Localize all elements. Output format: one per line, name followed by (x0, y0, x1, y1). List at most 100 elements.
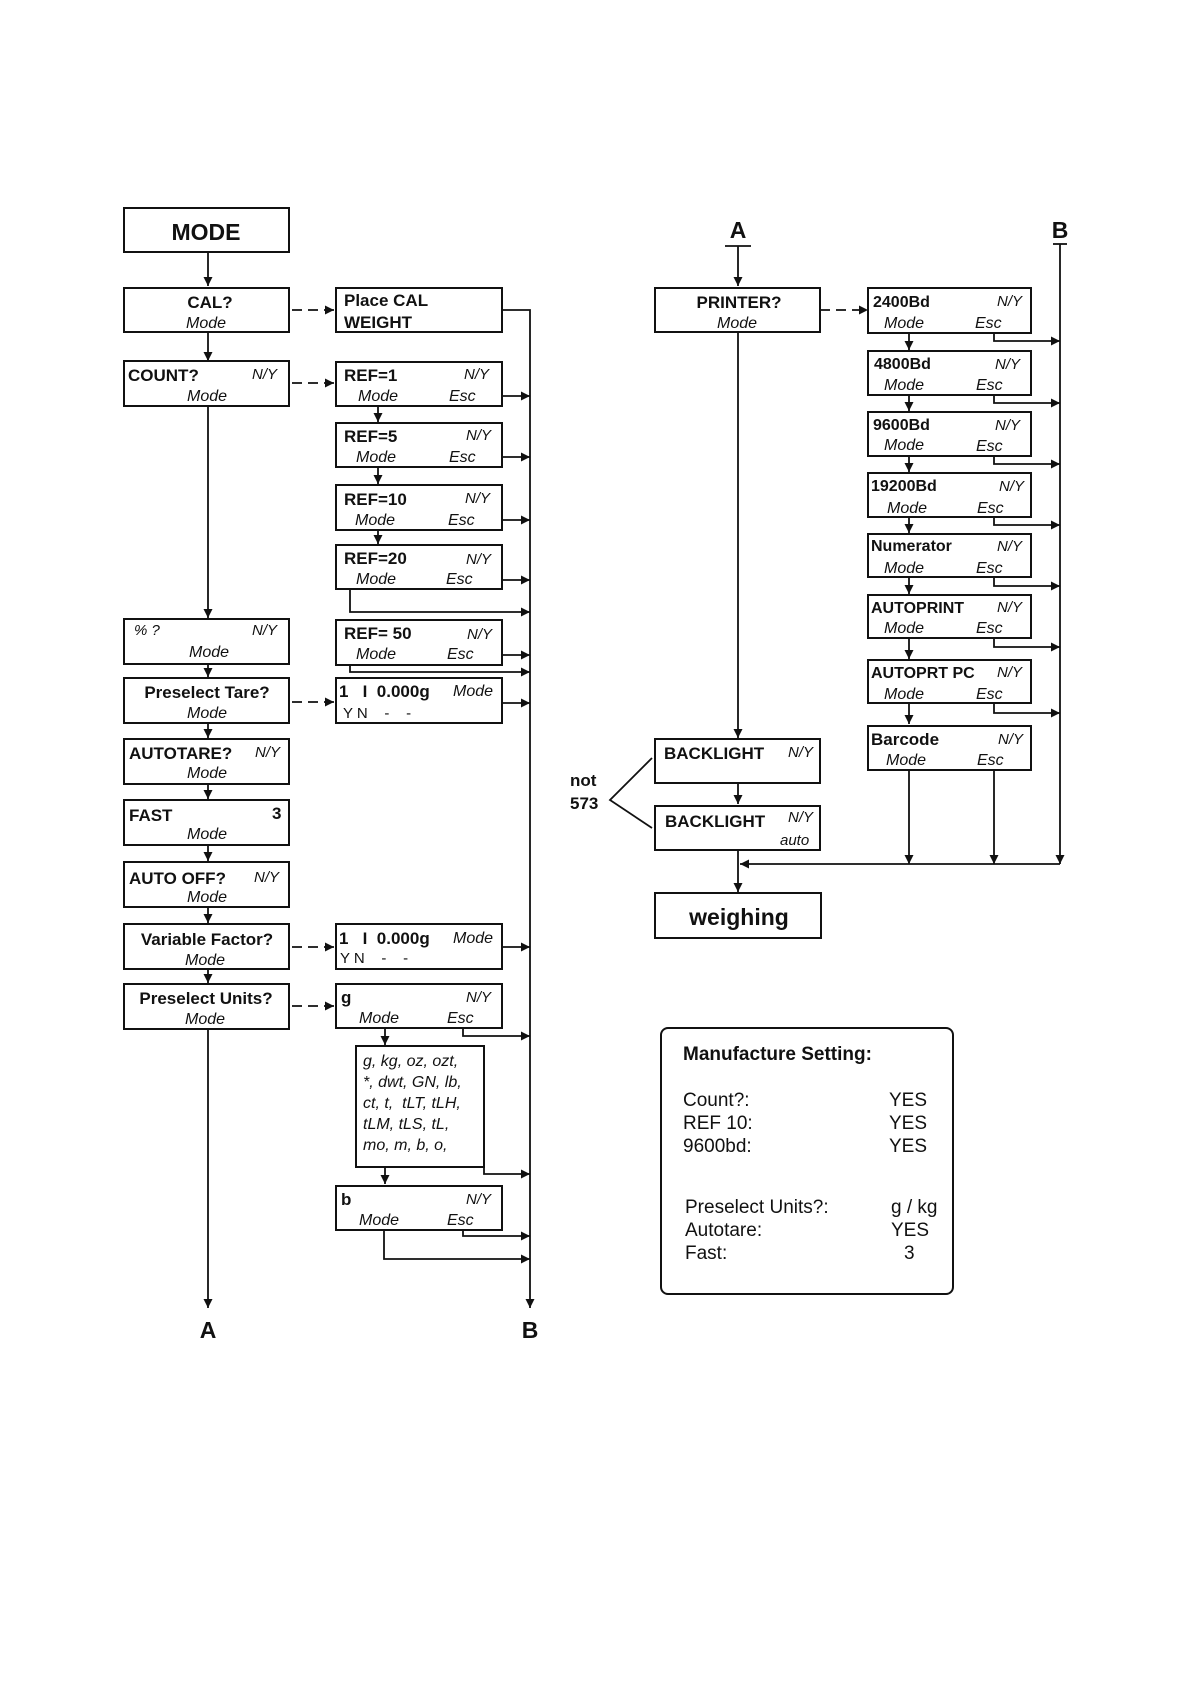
barcode-ny: N/Y (998, 731, 1024, 748)
connector-b-label-bottom: B (522, 1317, 539, 1343)
weighing-box: weighing (654, 892, 822, 939)
autoprt-pc-esc: Esc (976, 686, 1003, 703)
baud-19200-title: 19200Bd (871, 478, 937, 495)
cal-mode: Mode (186, 315, 226, 332)
ref-50-mode: Mode (356, 646, 396, 663)
cal-title: CAL? (187, 293, 232, 312)
ref-50-ny: N/Y (467, 626, 493, 643)
autoprint-mode: Mode (884, 620, 924, 637)
percent-title: % ? (134, 622, 161, 639)
count-ny: N/Y (252, 366, 278, 383)
fast-value: 3 (272, 804, 281, 823)
auto-off-mode: Mode (187, 889, 227, 906)
baud-4800-esc: Esc (976, 377, 1003, 394)
ref-5-ny: N/Y (466, 427, 492, 444)
baud-9600-ny: N/Y (995, 417, 1021, 434)
setting-key: Count?: (683, 1090, 750, 1111)
units-list-box: g, kg, oz, ozt, *, dwt, GN, lb, ct, t, t… (355, 1045, 485, 1168)
preselect-units-title: Preselect Units? (139, 989, 272, 1008)
ref-50-box: REF= 50 N/Y Mode Esc (335, 619, 503, 666)
setting-row-fast: Fast: 3 (685, 1243, 935, 1267)
baud-19200-mode: Mode (887, 500, 927, 517)
tare-display-line1: 1 I 0.000g (339, 682, 430, 701)
ref-20-title: REF=20 (344, 549, 407, 568)
baud-4800-ny: N/Y (995, 356, 1021, 373)
ref-10-esc: Esc (448, 512, 475, 529)
units-list-line: tLM, tLS, tL, (363, 1116, 449, 1133)
baud-9600-box: 9600Bd N/Y Mode Esc (867, 411, 1032, 457)
printer-title: PRINTER? (697, 293, 782, 312)
ref-1-ny: N/Y (464, 366, 490, 383)
vf-display-mode: Mode (453, 930, 493, 947)
setting-key: Preselect Units?: (685, 1197, 829, 1218)
setting-key: Autotare: (685, 1220, 763, 1241)
percent-mode: Mode (189, 644, 229, 661)
numerator-mode: Mode (884, 560, 924, 577)
backlight-ny: N/Y (788, 744, 814, 761)
ref-1-esc: Esc (449, 388, 476, 405)
unit-g-ny: N/Y (466, 989, 492, 1006)
setting-key: Fast: (685, 1243, 728, 1264)
setting-key: REF 10: (683, 1113, 753, 1134)
setting-value: YES (889, 1113, 928, 1134)
model-label: 573 (570, 794, 598, 813)
units-list-line: ct, t, tLT, tLH, (363, 1095, 461, 1112)
preselect-units-box: Preselect Units? Mode (123, 983, 290, 1030)
baud-2400-ny: N/Y (997, 293, 1023, 310)
backlight-box: BACKLIGHT N/Y (654, 738, 821, 784)
setting-value: YES (891, 1220, 930, 1241)
autoprt-pc-mode: Mode (884, 686, 924, 703)
ref-20-mode: Mode (356, 571, 396, 588)
connector-a-label-bottom: A (200, 1317, 217, 1343)
unit-g-title: g (341, 988, 351, 1007)
backlight-auto-ny: N/Y (788, 809, 814, 826)
units-list-line: mo, m, b, o, (363, 1137, 447, 1154)
place-cal-line2: WEIGHT (344, 313, 413, 332)
baud-9600-title: 9600Bd (873, 417, 930, 434)
unit-g-mode: Mode (359, 1010, 399, 1027)
backlight-auto-box: BACKLIGHT N/Y auto (654, 805, 821, 851)
autotare-ny: N/Y (255, 744, 281, 761)
auto-off-box: AUTO OFF? N/Y Mode (123, 861, 290, 908)
ref-1-box: REF=1 N/Y Mode Esc (335, 361, 503, 407)
preselect-units-mode: Mode (185, 1011, 225, 1028)
numerator-title: Numerator (871, 538, 952, 555)
numerator-box: Numerator N/Y Mode Esc (867, 533, 1032, 578)
autoprint-title: AUTOPRINT (871, 600, 964, 617)
ref-10-ny: N/Y (465, 490, 491, 507)
count-mode: Mode (187, 388, 227, 405)
baud-2400-box: 2400Bd N/Y Mode Esc (867, 287, 1032, 334)
baud-2400-mode: Mode (884, 315, 924, 332)
setting-row-count: Count?: YES (683, 1090, 933, 1114)
units-list-line: g, kg, oz, ozt, (363, 1053, 458, 1070)
autotare-mode: Mode (187, 765, 227, 782)
autotare-box: AUTOTARE? N/Y Mode (123, 738, 290, 785)
connector-b-label-top: B (1052, 217, 1069, 243)
unit-b-ny: N/Y (466, 1191, 492, 1208)
ref-10-title: REF=10 (344, 490, 407, 509)
setting-key: 9600bd: (683, 1136, 752, 1157)
autoprint-ny: N/Y (997, 599, 1023, 616)
unit-g-box: g N/Y Mode Esc (335, 983, 503, 1029)
setting-value: YES (889, 1136, 928, 1157)
printer-mode: Mode (717, 315, 757, 332)
ref-5-esc: Esc (449, 449, 476, 466)
ref-20-ny: N/Y (466, 551, 492, 568)
ref-5-box: REF=5 N/Y Mode Esc (335, 422, 503, 468)
connector-lines (203, 243, 1067, 1308)
baud-19200-esc: Esc (977, 500, 1004, 517)
backlight-auto-sub: auto (780, 832, 809, 849)
barcode-box: Barcode N/Y Mode Esc (867, 725, 1032, 771)
baud-19200-ny: N/Y (999, 478, 1025, 495)
backlight-auto-title: BACKLIGHT (665, 812, 766, 831)
manufacture-setting-panel: Manufacture Setting: Count?: YES REF 10:… (660, 1027, 954, 1295)
printer-box: PRINTER? Mode (654, 287, 821, 333)
not-label: not (570, 771, 597, 790)
fast-mode: Mode (187, 826, 227, 843)
barcode-esc: Esc (977, 752, 1004, 769)
baud-2400-esc: Esc (975, 315, 1002, 332)
setting-row-preselect-units: Preselect Units?: g / kg (685, 1197, 937, 1221)
baud-4800-title: 4800Bd (874, 356, 931, 373)
fast-title: FAST (129, 806, 173, 825)
autoprt-pc-ny: N/Y (997, 664, 1023, 681)
